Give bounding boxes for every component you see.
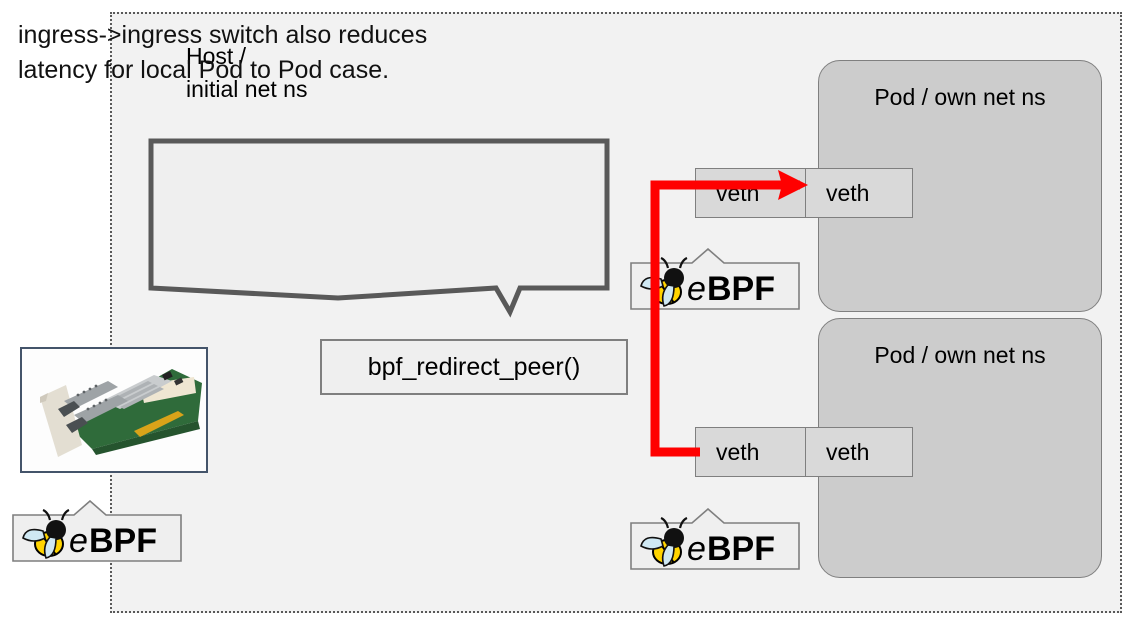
nic-image-frame xyxy=(20,347,208,473)
ebpf-badge-label-pod-bottom: BPF xyxy=(707,530,775,568)
bpf-redirect-peer-box: bpf_redirect_peer() xyxy=(320,339,628,395)
pod-box-top: Pod / own net ns xyxy=(818,60,1102,312)
veth-pod-side-top: veth xyxy=(805,168,913,218)
pod-label-top: Pod / own net ns xyxy=(874,84,1046,110)
pod-label-bottom: Pod / own net ns xyxy=(874,342,1046,368)
callout-text: ingress->ingress switch also reduces lat… xyxy=(18,21,428,84)
network-card-icon xyxy=(22,349,206,471)
veth-pod-side-bottom: veth xyxy=(805,427,913,477)
svg-text:e: e xyxy=(687,530,706,568)
veth-host-side-bottom: veth xyxy=(695,427,807,477)
bee-icon xyxy=(22,508,70,559)
veth-host-side-top: veth xyxy=(695,168,807,218)
host-label: Host / initial net ns xyxy=(186,43,308,102)
ebpf-badge-pod-top: e BPF xyxy=(630,248,800,310)
ebpf-badge-nic: e BPF xyxy=(12,500,182,562)
svg-text:e: e xyxy=(69,522,88,560)
ebpf-badge-label-nic: BPF xyxy=(89,522,157,560)
ebpf-badge-pod-bottom: e BPF xyxy=(630,508,800,570)
ebpf-badge-label-pod-top: BPF xyxy=(707,270,775,308)
svg-text:e: e xyxy=(687,270,706,308)
bee-icon xyxy=(640,516,688,567)
callout-bubble xyxy=(148,138,610,318)
